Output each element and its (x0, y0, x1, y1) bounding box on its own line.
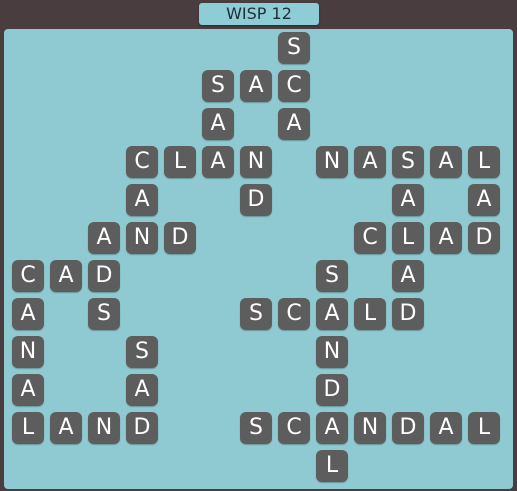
letter-tile: C (278, 412, 310, 444)
letter-tile: S (316, 260, 348, 292)
letter-tile: S (202, 70, 234, 102)
letter-tile: L (164, 146, 196, 178)
letter-tile: C (126, 146, 158, 178)
letter-tile: A (240, 70, 272, 102)
letter-tile: A (468, 184, 500, 216)
letter-tile: A (12, 298, 44, 330)
letter-tile: D (468, 222, 500, 254)
letter-tile: D (392, 412, 424, 444)
letter-tile: L (468, 146, 500, 178)
letter-tile: C (278, 70, 310, 102)
letter-tile: A (316, 298, 348, 330)
letter-tile: A (316, 412, 348, 444)
letter-tile: D (164, 222, 196, 254)
letter-tile: S (392, 146, 424, 178)
letter-tile: A (126, 374, 158, 406)
letter-tile: C (278, 298, 310, 330)
letter-tile: A (50, 412, 82, 444)
letter-tile: N (88, 412, 120, 444)
level-title: WISP 12 (199, 3, 319, 25)
letter-tile: D (392, 298, 424, 330)
letter-tile: A (392, 260, 424, 292)
letter-tile: D (316, 374, 348, 406)
letter-tile: A (50, 260, 82, 292)
letter-tile: A (202, 146, 234, 178)
letter-tile: L (392, 222, 424, 254)
letter-tile: D (126, 412, 158, 444)
letter-tile: N (12, 336, 44, 368)
letter-tile: S (240, 412, 272, 444)
letter-tile: N (316, 146, 348, 178)
letter-tile: L (354, 298, 386, 330)
letter-tile: N (316, 336, 348, 368)
letter-tile: A (126, 184, 158, 216)
letter-tile: L (468, 412, 500, 444)
letter-tile: N (126, 222, 158, 254)
letter-tile: A (354, 146, 386, 178)
letter-tile: C (12, 260, 44, 292)
letter-tile: C (354, 222, 386, 254)
letter-tile: D (88, 260, 120, 292)
letter-tile: N (354, 412, 386, 444)
letter-tile: S (88, 298, 120, 330)
letter-tile: L (316, 450, 348, 482)
letter-tile: D (240, 184, 272, 216)
letter-tile: A (202, 108, 234, 140)
letter-tile: S (126, 336, 158, 368)
letter-tile: A (12, 374, 44, 406)
letter-tile: L (12, 412, 44, 444)
letter-tile: A (392, 184, 424, 216)
letter-tile: A (278, 108, 310, 140)
letter-tile: N (240, 146, 272, 178)
letter-tile: A (430, 412, 462, 444)
letter-tile: A (88, 222, 120, 254)
letter-tile: S (240, 298, 272, 330)
letter-tile: A (430, 222, 462, 254)
letter-tile: A (430, 146, 462, 178)
letter-tile: S (278, 32, 310, 64)
